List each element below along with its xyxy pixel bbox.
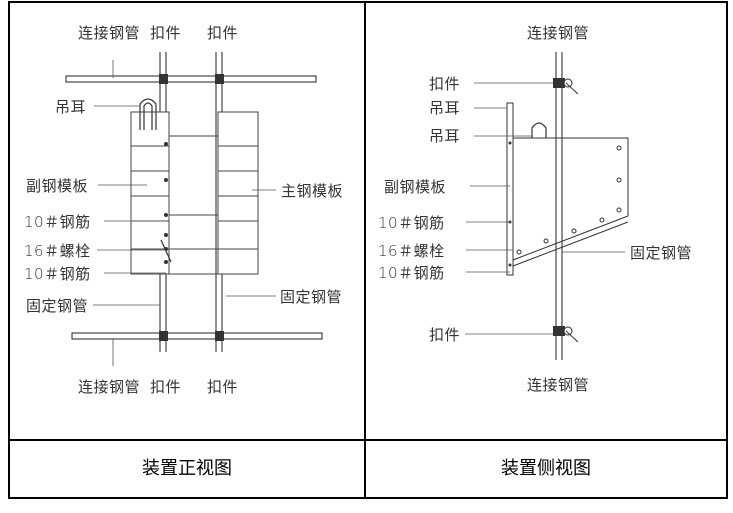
side-leader-lines [465, 82, 625, 335]
front-couplers [159, 74, 224, 341]
side-lifting-lug [531, 122, 547, 138]
side-view: 连接钢管 扣件 吊耳 吊耳 副钢模板 10＃钢筋 16＃螺栓 10＃钢筋 固定钢… [378, 24, 692, 479]
side-main-formwork [512, 137, 629, 267]
side-coupler-bottom [553, 326, 579, 343]
side-label-bolt-16: 16＃螺栓 [378, 242, 445, 260]
front-label-coupler-top-1: 扣件 [150, 24, 181, 42]
side-label-rebar-10-a: 10＃钢筋 [378, 214, 445, 232]
side-coupler-top [553, 78, 579, 95]
side-label-coupler-bottom: 扣件 [429, 326, 460, 344]
side-connecting-tube [555, 52, 563, 360]
side-label-connecting-tube-bottom: 连接钢管 [527, 376, 589, 394]
front-label-rebar-10-a: 10＃钢筋 [24, 213, 91, 231]
side-formwork-bolts [516, 145, 622, 255]
front-label-coupler-bottom-2: 扣件 [207, 378, 238, 396]
front-center-frame [168, 135, 219, 275]
side-label-coupler-top: 扣件 [429, 75, 460, 93]
side-label-rebar-10-b: 10＃钢筋 [378, 264, 445, 282]
side-label-lifting-lug-2: 吊耳 [429, 127, 460, 145]
front-label-main-formwork: 主钢模板 [281, 182, 343, 200]
table-frame [8, 1, 728, 499]
front-view: 连接钢管 扣件 扣件 吊耳 副钢模板 主钢模板 10＃钢筋 16＃螺栓 10＃钢… [24, 24, 343, 479]
front-label-coupler-top-2: 扣件 [207, 24, 238, 42]
front-label-coupler-bottom-1: 扣件 [150, 378, 181, 396]
side-auxiliary-formwork [506, 102, 514, 276]
front-label-bolt-16: 16＃螺栓 [24, 242, 91, 260]
front-label-rebar-10-b: 10＃钢筋 [24, 265, 91, 283]
front-label-lifting-lug: 吊耳 [55, 98, 86, 116]
front-label-auxiliary-formwork: 副钢模板 [26, 177, 88, 195]
front-main-formwork [217, 111, 259, 275]
front-top-connecting-tube [65, 75, 317, 83]
front-leader-lines [93, 60, 276, 366]
side-label-connecting-tube-top: 连接钢管 [527, 24, 589, 42]
side-view-caption: 装置侧视图 [501, 458, 591, 479]
side-label-fixing-tube: 固定钢管 [630, 244, 692, 262]
front-label-connecting-tube-bottom: 连接钢管 [78, 378, 140, 396]
side-label-auxiliary-formwork: 副钢模板 [384, 178, 446, 196]
front-view-caption: 装置正视图 [142, 458, 232, 479]
front-auxiliary-formwork [130, 111, 170, 275]
front-bolts [160, 142, 172, 264]
front-bottom-connecting-tube [71, 332, 323, 340]
front-label-fixing-tube-left: 固定钢管 [26, 297, 88, 315]
front-label-connecting-tube-top: 连接钢管 [78, 24, 140, 42]
front-lifting-lug [139, 98, 157, 130]
front-label-fixing-tube-right: 固定钢管 [280, 288, 342, 306]
side-label-lifting-lug-1: 吊耳 [429, 99, 460, 117]
